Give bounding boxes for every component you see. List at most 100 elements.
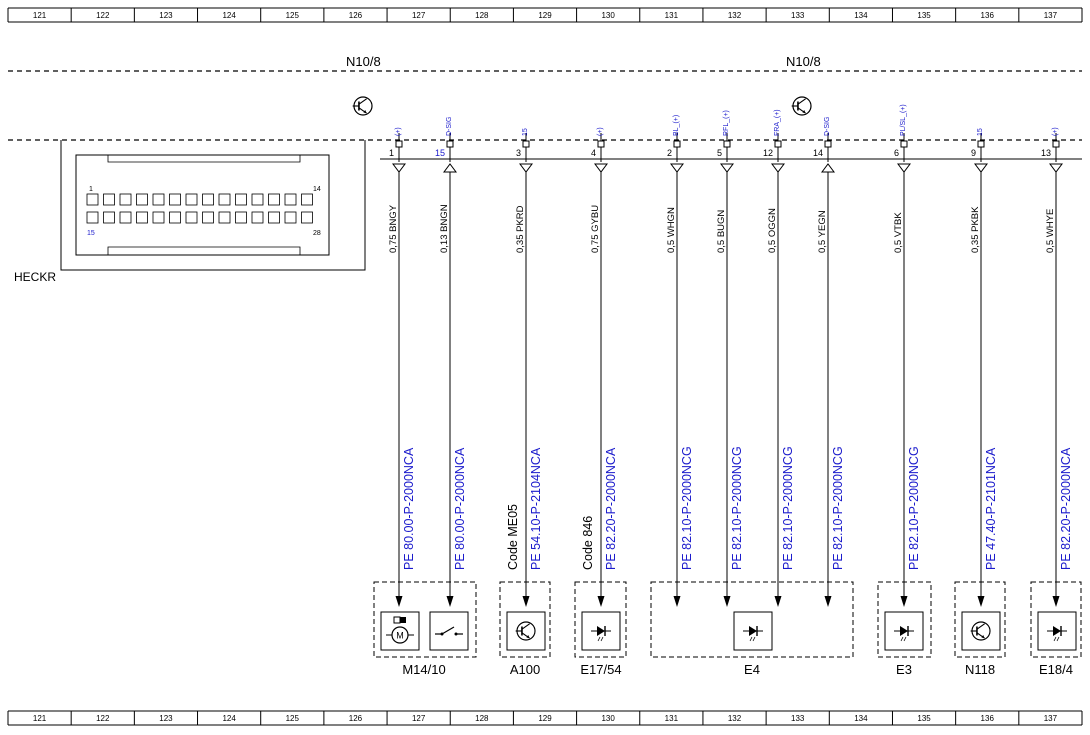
ruler-column-label: 135 xyxy=(917,714,931,723)
wire-arrowhead xyxy=(446,596,454,607)
input-triangle xyxy=(821,163,835,173)
wire-arrowhead xyxy=(1052,596,1060,607)
module-boundary xyxy=(8,70,1082,160)
ruler-column-label: 123 xyxy=(159,714,173,723)
component-label-n118: N118 xyxy=(965,662,995,677)
ruler-column-label: 133 xyxy=(791,714,805,723)
output-triangle xyxy=(670,163,684,173)
output-triangle xyxy=(771,163,785,173)
wire-arrowhead xyxy=(395,596,403,607)
component-label-e17-54: E17/54 xyxy=(580,662,621,677)
pin-contact xyxy=(1052,140,1060,148)
output-triangle xyxy=(519,163,533,173)
signal-label: BL_(+) xyxy=(673,115,680,136)
connector-pin-cavity xyxy=(284,193,297,206)
pin-number-1: 1 xyxy=(89,186,93,193)
ruler-column-label: 122 xyxy=(96,714,110,723)
pin-number: 1 xyxy=(389,148,394,158)
pin-contact xyxy=(673,140,681,148)
module-label-left: N10/8 xyxy=(346,54,381,69)
ruler-column-label: 134 xyxy=(854,714,868,723)
connector-pin-cavity xyxy=(235,211,247,224)
reference-link[interactable]: PE 82.10-P-2000NCG xyxy=(680,446,694,570)
connector-pin-cavity xyxy=(301,193,313,206)
connector-pin-cavity xyxy=(284,211,297,224)
ruler-column-label: 135 xyxy=(917,11,931,20)
pin-contact xyxy=(522,140,530,148)
ruler-column-label: 122 xyxy=(96,11,110,20)
connector-heckr: 1 14 15 28 xyxy=(60,140,366,271)
pin-number: 15 xyxy=(435,148,445,158)
ruler-column-label: 137 xyxy=(1044,11,1058,20)
pin-contact xyxy=(597,140,605,148)
connector-pin-cavity xyxy=(218,211,231,224)
connector-pin-cavity xyxy=(251,211,264,224)
ruler-column-label: 136 xyxy=(981,11,995,20)
signal-label: (+) xyxy=(395,127,402,136)
component-symbols: M xyxy=(380,611,1077,651)
pin-contact xyxy=(977,140,985,148)
wire-spec: 0,5 BUGN xyxy=(716,210,727,253)
connector-pin-cavity xyxy=(268,211,280,224)
wire-arrowhead xyxy=(522,596,530,607)
pin-contact xyxy=(824,140,832,148)
ruler-column-label: 127 xyxy=(412,11,426,20)
wire-spec: 0,5 WHYE xyxy=(1045,209,1056,253)
connector-pin-cavity xyxy=(268,193,280,206)
reference-link[interactable]: PE 82.20-P-2000NCA xyxy=(1059,447,1073,570)
signal-label: (+) xyxy=(597,127,604,136)
wire-spec: 0,5 YEGN xyxy=(817,210,828,253)
pin-number-15: 15 xyxy=(87,230,95,237)
connector-pin-cavity xyxy=(136,193,148,206)
ruler-column-label: 129 xyxy=(538,714,552,723)
reference-link[interactable]: PE 80.00-P-2000NCA xyxy=(453,447,467,570)
ruler-column-label: 133 xyxy=(791,11,805,20)
component-label-a100: A100 xyxy=(510,662,540,677)
wire-spec: 0,75 BNGY xyxy=(388,204,399,253)
component-label-e4: E4 xyxy=(744,662,760,677)
connector-name: HECKR xyxy=(14,270,56,284)
output-triangle xyxy=(392,163,406,173)
signal-label: 15 xyxy=(977,128,984,136)
ruler-column-label: 128 xyxy=(475,714,489,723)
reference-link[interactable]: PE 82.10-P-2000NCG xyxy=(730,446,744,570)
connector-pin-cavity xyxy=(119,211,132,224)
ruler-column-label: 129 xyxy=(538,11,552,20)
ruler-column-label: 125 xyxy=(286,714,300,723)
wire-spec: 0,5 WHGN xyxy=(666,207,677,253)
output-triangle xyxy=(594,163,608,173)
reference-link[interactable]: PE 82.20-P-2000NCA xyxy=(604,447,618,570)
pin-number: 14 xyxy=(813,148,823,158)
wire-spec: 0,35 PKBK xyxy=(970,206,981,253)
pin-contact xyxy=(446,140,454,148)
led-icon xyxy=(1037,611,1077,651)
pin-number-14: 14 xyxy=(313,186,321,193)
wire-spec: 0,13 BNGN xyxy=(439,204,450,253)
wire-arrowhead xyxy=(977,596,985,607)
reference-link[interactable]: PE 82.10-P-2000NCG xyxy=(831,446,845,570)
reference-link[interactable]: PE 47.40-P-2101NCA xyxy=(984,447,998,570)
connector-pin-cavity xyxy=(235,193,247,206)
wire-arrowhead xyxy=(597,596,605,607)
component-label-e3: E3 xyxy=(896,662,912,677)
reference-link[interactable]: PE 54.10-P-2104NCA xyxy=(529,447,543,570)
connector-pin-cavity xyxy=(185,211,198,224)
pin-contact xyxy=(395,140,403,148)
ruler-column-label: 123 xyxy=(159,11,173,20)
wire-0: (+) 1 0,75 BNGY PE 80.00-P-2000NCA xyxy=(388,127,416,607)
pin-number: 2 xyxy=(667,148,672,158)
pin-number: 12 xyxy=(763,148,773,158)
pin-contact xyxy=(900,140,908,148)
switch-icon xyxy=(429,611,469,651)
reference-link[interactable]: PE 82.10-P-2000NCG xyxy=(781,446,795,570)
signal-label: D-SIG xyxy=(824,117,831,136)
pin-contact xyxy=(723,140,731,148)
reference-link[interactable]: PE 80.00-P-2000NCA xyxy=(402,447,416,570)
connector-pin-cavity xyxy=(152,211,165,224)
transistor-icon xyxy=(506,611,546,651)
reference-link[interactable]: PE 82.10-P-2000NCG xyxy=(907,446,921,570)
ruler-column-label: 121 xyxy=(33,714,47,723)
wire-4: BL_(+) 2 0,5 WHGN PE 82.10-P-2000NCG xyxy=(666,115,694,607)
